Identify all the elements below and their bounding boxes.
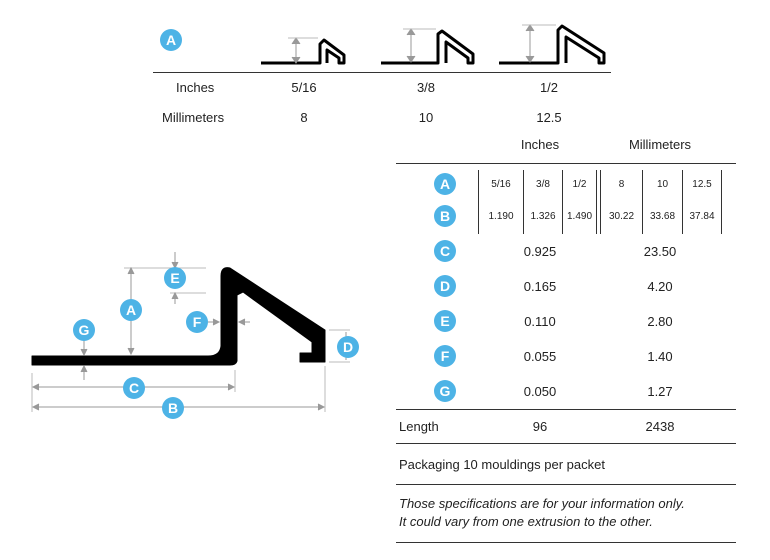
top-divider: [153, 72, 611, 73]
diagram-label-a: A: [120, 299, 142, 321]
b-val: 37.84: [689, 211, 715, 222]
a-val: 12.5: [692, 179, 712, 190]
badge-e-table: E: [434, 310, 456, 332]
a-val: 10: [656, 179, 669, 190]
g-mm: 1.27: [647, 384, 673, 399]
d-inches: 0.165: [523, 279, 557, 294]
col-header-inches: Inches: [520, 137, 560, 152]
badge-a-table: A: [434, 173, 456, 195]
badge-f-table: F: [434, 345, 456, 367]
badge-d-table: D: [434, 275, 456, 297]
profile-shape: [31, 267, 326, 366]
e-inches: 0.110: [524, 314, 556, 329]
grid-line: [600, 170, 601, 234]
grid-line: [682, 170, 683, 234]
col-header-mm: Millimeters: [628, 137, 692, 152]
a-val: 8: [618, 179, 625, 190]
top-inches-1-2: 1/2: [539, 80, 559, 95]
g-inches: 0.050: [523, 384, 557, 399]
f-mm: 1.40: [647, 349, 673, 364]
diagram-label-c: C: [123, 377, 145, 399]
d-mm: 4.20: [647, 279, 673, 294]
grid-line: [721, 170, 722, 234]
profile-diagram: [31, 252, 350, 412]
b-val: 1.190: [488, 211, 514, 222]
length-bottom-divider: [396, 443, 736, 444]
diagram-label-e: E: [164, 267, 186, 289]
length-label: Length: [399, 419, 439, 434]
grid-line: [523, 170, 524, 234]
grid-line: [642, 170, 643, 234]
f-inches: 0.055: [523, 349, 557, 364]
diagram-label-d: D: [337, 336, 359, 358]
profile-icon-5-16: [261, 37, 346, 65]
c-mm: 23.50: [643, 244, 677, 259]
packaging-text: Packaging 10 mouldings per packet: [399, 457, 605, 472]
top-mm-label: Millimeters: [162, 110, 225, 125]
grid-line: [562, 170, 563, 234]
badge-c-table: C: [434, 240, 456, 262]
top-mm-10: 10: [418, 110, 434, 125]
badge-b-table: B: [434, 205, 456, 227]
a-val: 3/8: [536, 179, 550, 190]
diagram-label-b: B: [162, 397, 184, 419]
badge-g-table: G: [434, 380, 456, 402]
b-val: 30.22: [608, 211, 635, 222]
grid-line: [478, 170, 479, 234]
b-val: 1.490: [566, 211, 593, 222]
b-val: 1.326: [530, 211, 556, 222]
length-top-divider: [396, 409, 736, 410]
top-inches-label: Inches: [176, 80, 215, 95]
note-line-2: It could vary from one extrusion to the …: [399, 514, 653, 529]
table-top-divider: [396, 163, 736, 164]
diagram-label-f: F: [186, 311, 208, 333]
diagram-label-g: G: [73, 319, 95, 341]
note-line-1: Those specifications are for your inform…: [399, 496, 685, 511]
packaging-divider: [396, 484, 736, 485]
length-inches: 96: [532, 419, 548, 434]
badge-a-top: A: [160, 29, 182, 51]
top-mm-12-5: 12.5: [536, 110, 562, 125]
e-mm: 2.80: [647, 314, 673, 329]
top-inches-5-16: 5/16: [291, 80, 317, 95]
b-val: 33.68: [649, 211, 676, 222]
top-mm-8: 8: [300, 110, 308, 125]
a-val: 1/2: [572, 179, 587, 190]
length-mm: 2438: [645, 419, 675, 434]
c-inches: 0.925: [523, 244, 557, 259]
grid-line: [596, 170, 597, 234]
table-bottom-divider: [396, 542, 736, 543]
a-val: 5/16: [491, 179, 511, 190]
profile-icon-3-8: [381, 28, 475, 65]
top-inches-3-8: 3/8: [416, 80, 436, 95]
profile-icon-1-2: [499, 24, 606, 65]
